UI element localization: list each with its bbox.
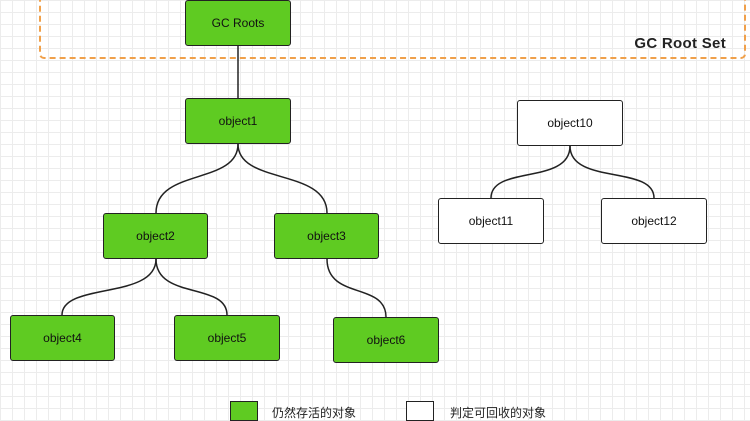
gc-root-set-region <box>39 0 746 59</box>
node-gc-roots: GC Roots <box>185 0 291 46</box>
legend-live-swatch <box>230 401 258 421</box>
edge-object2-object4 <box>61 258 157 316</box>
reference-edges <box>61 46 655 318</box>
node-object6: object6 <box>333 317 439 363</box>
node-object11: object11 <box>438 198 544 244</box>
node-object2: object2 <box>103 213 208 259</box>
gc-root-set-label: GC Root Set <box>634 35 726 52</box>
node-object5: object5 <box>174 315 280 361</box>
edge-object1-object2 <box>155 143 239 214</box>
node-object12: object12 <box>601 198 707 244</box>
edge-object1-object3 <box>237 143 328 214</box>
legend-dead-swatch <box>406 401 434 421</box>
node-object1: object1 <box>185 98 291 144</box>
node-object10: object10 <box>517 100 623 146</box>
legend-live-label: 仍然存活的对象 <box>272 406 357 420</box>
edge-object10-object12 <box>569 145 655 199</box>
legend-dead-label: 判定可回收的对象 <box>450 406 547 420</box>
node-object3: object3 <box>274 213 379 259</box>
edge-object2-object5 <box>155 258 228 316</box>
edge-object3-object6 <box>326 258 387 318</box>
node-object4: object4 <box>10 315 115 361</box>
edge-object10-object11 <box>490 145 571 199</box>
